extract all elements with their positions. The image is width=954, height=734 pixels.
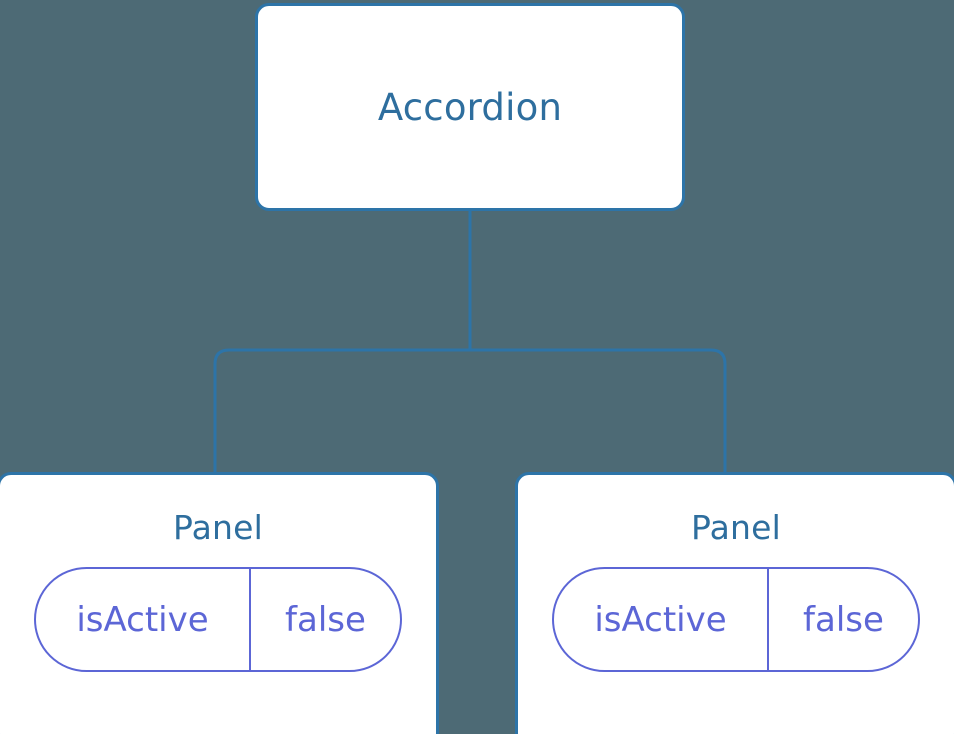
node-accordion[interactable]: Accordion: [255, 3, 685, 211]
node-panel-1-title: Panel: [172, 508, 264, 547]
state-pill-1: isActive false: [34, 567, 402, 672]
state-pill-2: isActive false: [552, 567, 920, 672]
state-pill-1-value: false: [285, 599, 366, 640]
state-pill-2-value: false: [803, 599, 884, 640]
state-pill-1-key-cell: isActive: [36, 569, 251, 670]
node-panel-2[interactable]: Panel isActive false: [515, 472, 954, 734]
state-pill-1-key: isActive: [76, 599, 209, 640]
node-panel-2-title: Panel: [690, 508, 782, 547]
state-pill-2-key-cell: isActive: [554, 569, 769, 670]
node-panel-1[interactable]: Panel isActive false: [0, 472, 439, 734]
state-pill-1-value-cell: false: [251, 569, 400, 670]
node-accordion-title: Accordion: [377, 85, 563, 129]
state-pill-2-key: isActive: [594, 599, 727, 640]
state-pill-2-value-cell: false: [769, 569, 918, 670]
